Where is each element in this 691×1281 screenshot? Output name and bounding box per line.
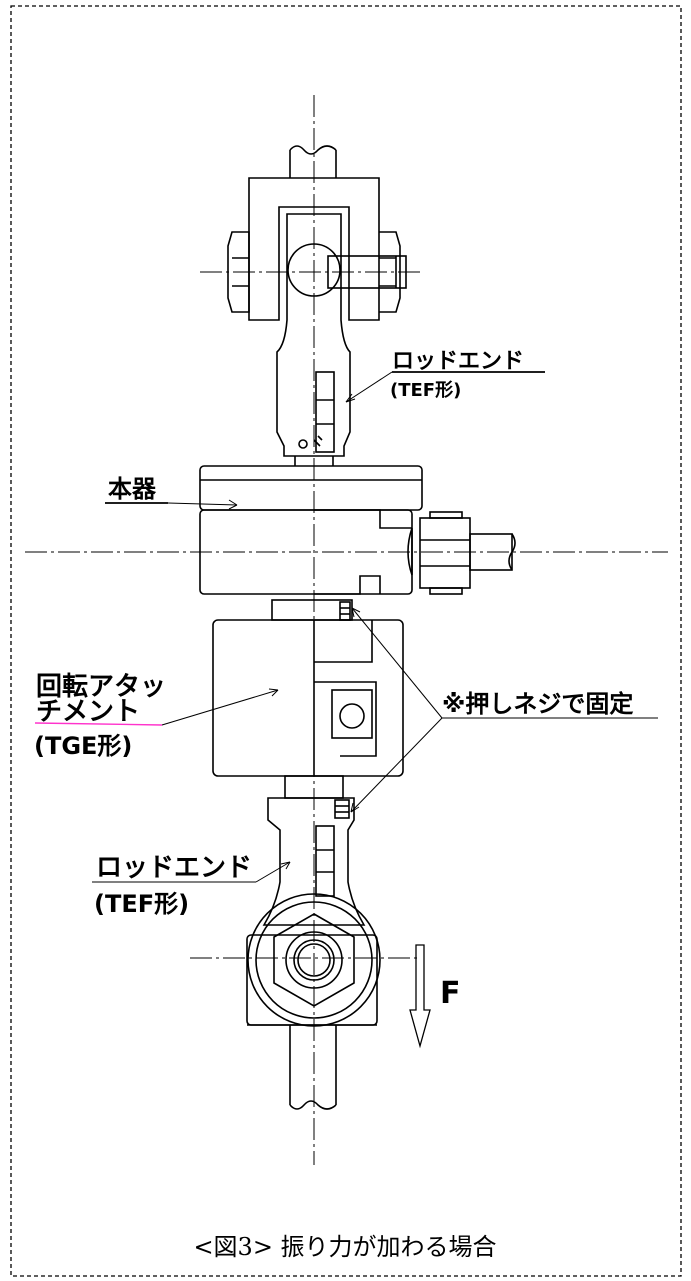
- bottom-rod-end: [246, 775, 381, 1110]
- main-body-label: 本器: [108, 475, 157, 503]
- rod-end-top-label: ロッドエンド: [392, 349, 524, 374]
- dashed-frame: [10, 5, 682, 1277]
- main-body: [199, 456, 516, 595]
- rotary-attachment-label-1: 回転アタッ: [36, 672, 166, 702]
- rod-end-top-type: (TEF形): [390, 380, 461, 401]
- figure-caption: <図3> 振り力が加わる場合: [193, 1233, 496, 1261]
- rotary-attachment-label-2: チメント: [36, 697, 140, 727]
- leader-lines: [92, 371, 658, 883]
- rotary-attachment-type: (TGE形): [34, 732, 132, 760]
- accent-underline: [34, 722, 163, 726]
- force-arrow: [409, 944, 431, 1049]
- set-screw-note: ※押しネジで固定: [442, 690, 633, 718]
- rotary-attachment: [212, 599, 404, 777]
- rod-end-bottom-label: ロッドエンド: [96, 853, 252, 883]
- rod-end-bottom-type: (TEF形): [94, 890, 189, 918]
- top-rod-end: [227, 145, 407, 457]
- force-label: F: [440, 976, 461, 1011]
